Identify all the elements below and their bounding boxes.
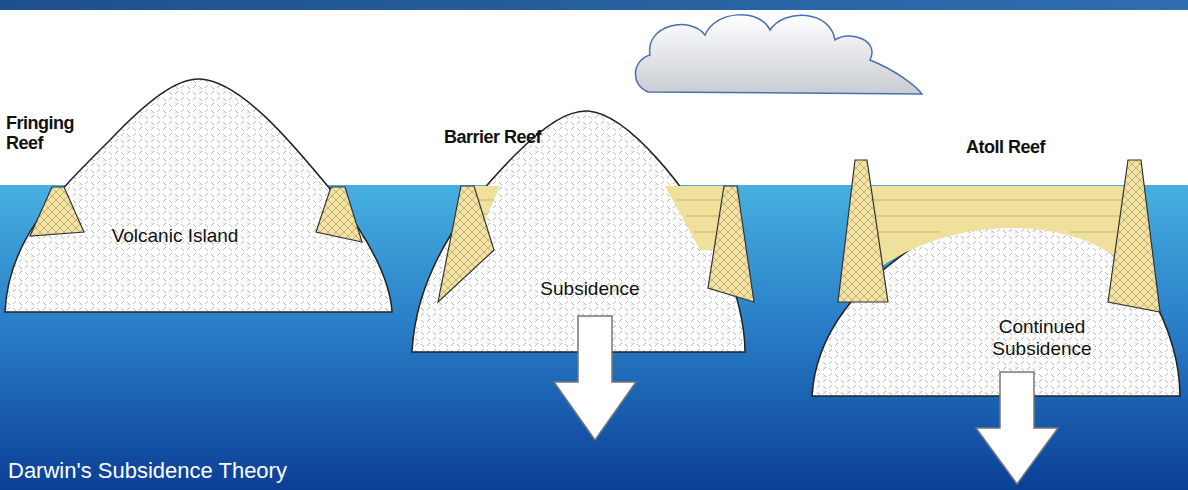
cloud bbox=[635, 15, 922, 94]
label-holder: Fringing Reef bbox=[0, 0, 80, 40]
subsidence-arrows bbox=[554, 316, 1058, 484]
reef-type-label: Atoll Reef bbox=[966, 138, 1045, 158]
reef-type-label: Barrier Reef bbox=[444, 128, 541, 148]
reef-type-label: Fringing Reef bbox=[6, 114, 86, 154]
barrier-reefs bbox=[438, 186, 754, 302]
title-holder: Darwin's Subsidence Theory bbox=[0, 0, 279, 26]
island-label: Volcanic Island bbox=[112, 225, 239, 247]
label-holder: Barrier Reef bbox=[0, 0, 97, 20]
diagram-title: Darwin's Subsidence Theory bbox=[8, 458, 287, 484]
island-label: Subsidence bbox=[540, 278, 639, 300]
island-label: Continued Subsidence bbox=[982, 316, 1102, 360]
atoll-reef bbox=[838, 160, 1160, 312]
label-holder: Atoll Reef bbox=[0, 0, 79, 20]
fringing-reefs bbox=[30, 187, 362, 242]
